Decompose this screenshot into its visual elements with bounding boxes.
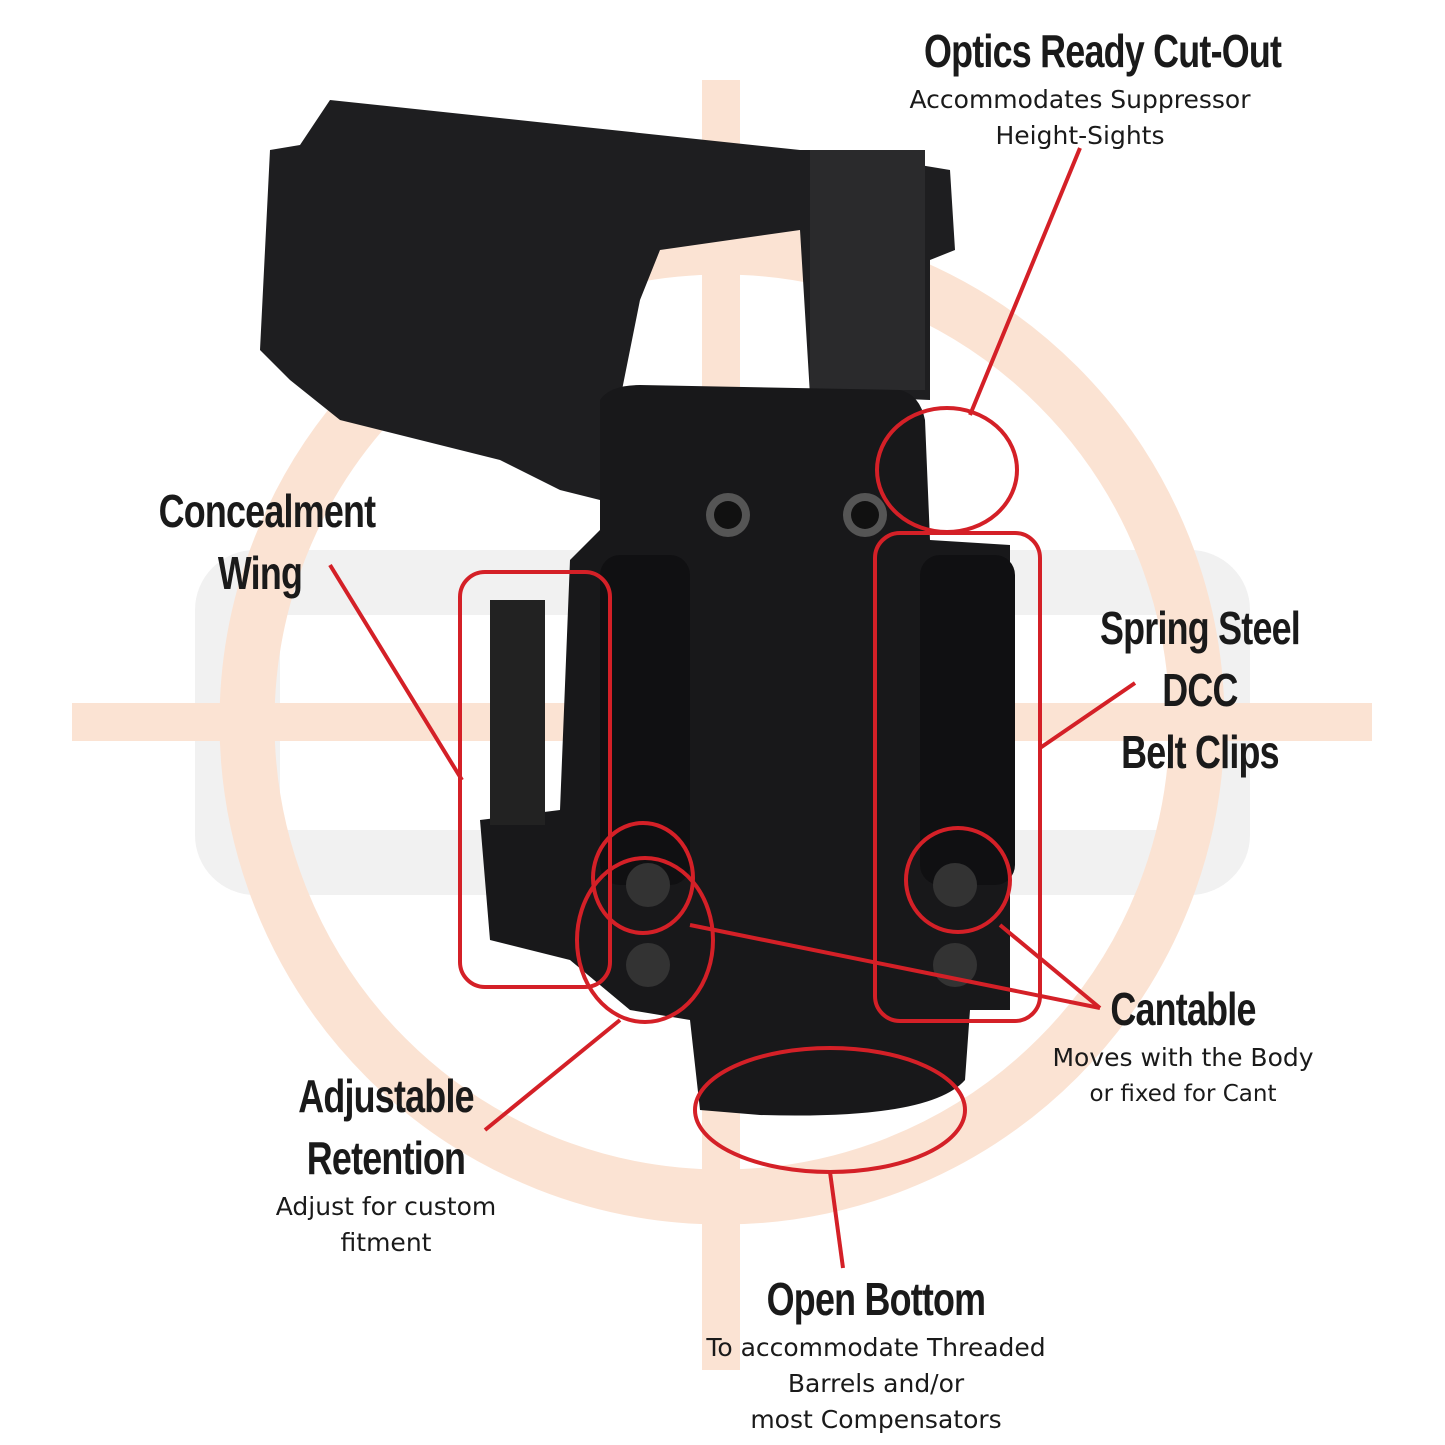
callout-title: Spring Steel <box>1100 602 1301 654</box>
callout-cantable: Cantable Moves with the Body or fixed fo… <box>1033 978 1333 1112</box>
callout-text: Height-Sights <box>995 121 1165 150</box>
callout-text: To accommodate Threaded <box>706 1333 1046 1362</box>
callout-text: most Compensators <box>750 1405 1002 1434</box>
pistol-icon <box>260 100 955 500</box>
callout-title: DCC <box>1162 664 1238 716</box>
callout-text: Accommodates Suppressor <box>909 85 1251 114</box>
callout-belt-clips: Spring Steel DCC Belt Clips <box>1070 597 1330 783</box>
callout-text: fitment <box>340 1228 432 1257</box>
callout-title: Optics Ready Cut-Out <box>924 25 1282 77</box>
callout-title: Adjustable <box>298 1070 474 1122</box>
holster-body-icon <box>480 385 1015 1116</box>
callout-title: Concealment <box>158 485 377 537</box>
callout-title: Open Bottom <box>766 1273 986 1325</box>
callout-text: Moves with the Body <box>1052 1043 1314 1072</box>
callout-title: Retention <box>306 1132 466 1184</box>
callout-concealment-wing: Concealment Wing <box>130 480 390 604</box>
callout-title: Cantable <box>1110 983 1256 1035</box>
callout-title: Wing <box>217 547 303 599</box>
callout-title: Belt Clips <box>1121 726 1279 778</box>
callout-text: Barrels and/or <box>787 1369 965 1398</box>
highlight-outlines <box>328 147 1137 1269</box>
callout-open-bottom: Open Bottom To accommodate Threaded Barr… <box>676 1268 1076 1438</box>
callout-text: or fixed for Cant <box>1089 1081 1277 1107</box>
callout-text: Adjust for custom <box>275 1192 497 1221</box>
callout-optics: Optics Ready Cut-Out Accommodates Suppre… <box>880 20 1282 154</box>
callout-retention: Adjustable Retention Adjust for custom f… <box>246 1065 526 1261</box>
